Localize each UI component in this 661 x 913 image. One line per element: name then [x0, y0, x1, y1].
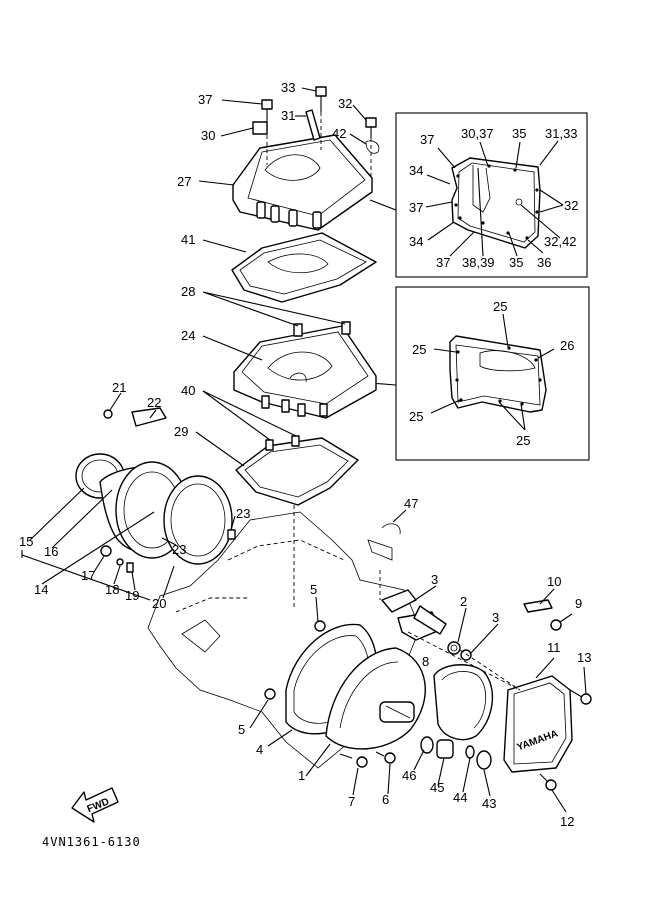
fwd-arrow-icon: FWD [71, 787, 119, 823]
callout-c3b: 3 [492, 610, 499, 625]
callout-c9: 9 [575, 596, 582, 611]
callout-c11: 11 [547, 640, 561, 655]
callout-i35a: 35 [512, 126, 526, 141]
callout-c4: 4 [256, 742, 263, 757]
callout-c30: 30 [201, 128, 215, 143]
cover-8 [433, 664, 494, 741]
callout-leaders [29, 87, 587, 813]
callout-i3133: 31,33 [545, 126, 578, 141]
callout-i3839: 38,39 [462, 255, 495, 270]
cover-27 [232, 134, 373, 231]
gasket-29 [235, 435, 359, 506]
callout-c12: 12 [560, 814, 574, 829]
gasket-41 [231, 232, 377, 303]
callout-c17: 17 [81, 568, 95, 583]
callout-i35b: 35 [509, 255, 523, 270]
callout-i3242: 32,42 [544, 234, 577, 249]
callout-c7: 7 [348, 794, 355, 809]
callout-c10: 10 [547, 574, 561, 589]
inset-box-bottom [395, 286, 590, 461]
callout-i34b: 34 [409, 234, 423, 249]
callout-i37b: 37 [409, 200, 423, 215]
inset-bottom-leaders [430, 313, 555, 431]
callout-c1: 1 [298, 768, 305, 783]
inset-top-gasket [451, 157, 541, 249]
inset-box-top [395, 112, 588, 278]
callout-c22: 22 [147, 395, 161, 410]
callout-c16: 16 [44, 544, 58, 559]
callout-j25a: 25 [493, 299, 507, 314]
callout-i32: 32 [564, 198, 578, 213]
callout-c6: 6 [382, 792, 389, 807]
crankcase-cover [285, 623, 426, 750]
callout-c32a: 32 [338, 96, 352, 111]
callout-i37a: 37 [420, 132, 434, 147]
callout-c21: 21 [112, 380, 126, 395]
callout-c27: 27 [177, 174, 191, 189]
callout-i36: 36 [537, 255, 551, 270]
callout-j25b: 25 [412, 342, 426, 357]
callout-c37a: 37 [198, 92, 212, 107]
callout-i37c: 37 [436, 255, 450, 270]
callout-c42: 42 [332, 126, 346, 141]
callout-c31: 31 [281, 108, 295, 123]
callout-c43: 43 [482, 796, 496, 811]
callout-c46: 46 [402, 768, 416, 783]
callout-c20: 20 [152, 596, 166, 611]
top-dashlines [266, 112, 372, 178]
callout-j26: 26 [560, 338, 574, 353]
oil-pan-24 [233, 321, 377, 419]
callout-c5b: 5 [238, 722, 245, 737]
callout-j25c: 25 [409, 409, 423, 424]
callout-c44: 44 [453, 790, 467, 805]
drawing-code: 4VN1361-6130 [42, 835, 141, 849]
callout-c40: 40 [181, 383, 195, 398]
callout-i3037: 30,37 [461, 126, 494, 141]
cover-11: YAMAHA [503, 675, 573, 773]
callout-c14: 14 [34, 582, 48, 597]
callout-c23a: 23 [236, 506, 250, 521]
inset-bottom-gasket [449, 335, 547, 413]
callout-c5a: 5 [310, 582, 317, 597]
callout-c8: 8 [422, 654, 429, 669]
inset-top-labels: 37 30,37 35 31,33 34 37 32 34 32,42 37 38,39 35 36 [409, 126, 578, 270]
callout-c2: 2 [460, 594, 467, 609]
callout-c18: 18 [105, 582, 119, 597]
callout-c47: 47 [404, 496, 418, 511]
small-parts-right [339, 523, 592, 791]
callout-c24: 24 [181, 328, 195, 343]
callout-c13: 13 [577, 650, 591, 665]
lower-dashlines [293, 505, 521, 691]
inset-top-pointer [369, 199, 397, 211]
group-brackets [21, 550, 151, 601]
callout-i34a: 34 [409, 163, 423, 178]
bolts-top [252, 86, 380, 154]
callout-c41: 41 [181, 232, 195, 247]
callout-c19: 19 [125, 588, 139, 603]
callout-c45: 45 [430, 780, 444, 795]
callout-c33: 33 [281, 80, 295, 95]
inset-top-leaders [425, 140, 564, 257]
inset-bottom-labels: 25 25 26 25 25 [409, 299, 574, 448]
callout-c3a: 3 [431, 572, 438, 587]
callout-c29: 29 [174, 424, 188, 439]
left-cover-group [75, 407, 236, 573]
callout-c15: 15 [19, 534, 33, 549]
callout-c28: 28 [181, 284, 195, 299]
callout-c23b: 23 [172, 542, 186, 557]
callout-j25d: 25 [516, 433, 530, 448]
